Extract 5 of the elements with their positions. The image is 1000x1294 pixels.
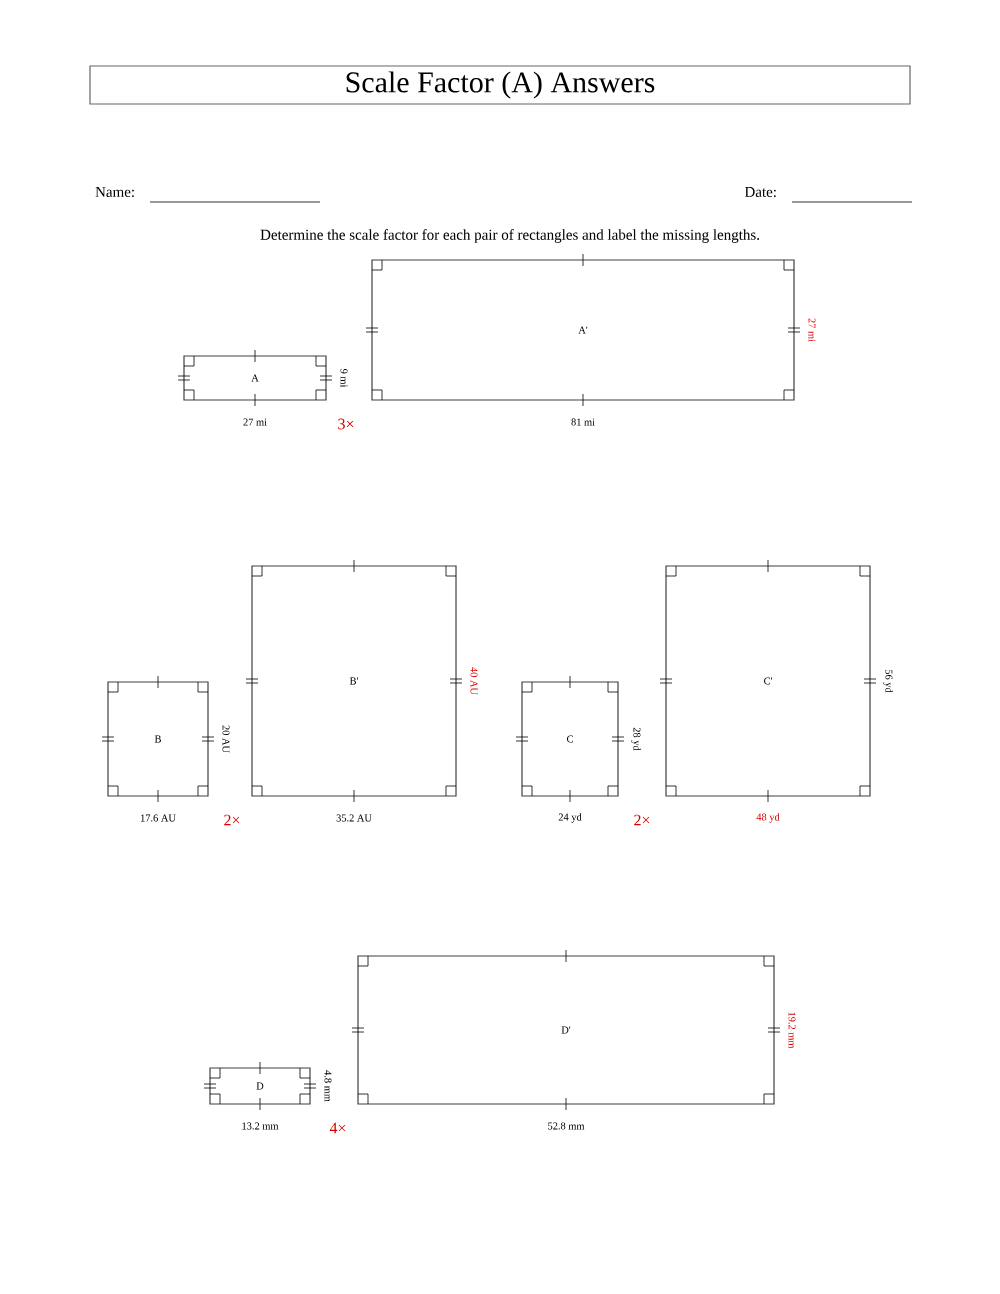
scale-factor: 2× — [224, 814, 240, 826]
scale-factor: 4× — [329, 1122, 346, 1134]
title-box: Scale Factor (A) Answers — [89, 65, 911, 105]
scale-factor: 3× — [338, 418, 354, 430]
scale-factor: 2× — [634, 814, 650, 826]
